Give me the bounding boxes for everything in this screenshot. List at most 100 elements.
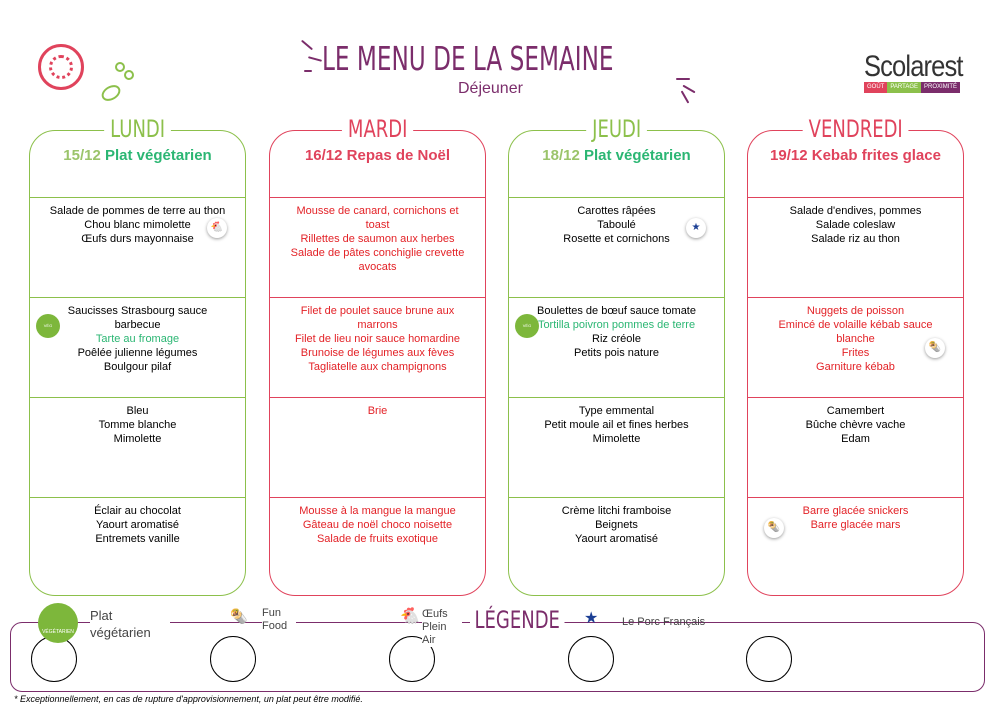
menu-item: Tomme blanche — [98, 419, 177, 431]
menu-item: Filet de lieu noir sauce homardine — [294, 333, 461, 345]
legend-vegetarian: Plat végétarien — [90, 607, 170, 641]
legend-oeufs-plein-air: Œufs Plein Air — [422, 608, 462, 647]
menu-item: Salade de fruits exotique — [316, 533, 439, 545]
menu-item: Œufs durs mayonnaise — [81, 233, 194, 245]
vegetarian-icon: VÉG — [36, 314, 60, 338]
menu-item: Emincé de volaille kébab sauce blanche — [778, 319, 933, 345]
legend-porc-francais: Le Porc Français — [622, 616, 706, 628]
menu-item: Salade de pâtes conchiglie crevette avoc… — [290, 247, 465, 273]
vegetarian-icon: VÉGÉTARIEN — [38, 603, 78, 643]
hen-icon: 🐔 — [207, 218, 227, 238]
day-theme-label: Repas de Noël — [346, 147, 451, 164]
menu-section: Brie — [270, 397, 485, 497]
menu-item: Mimolette — [113, 433, 162, 445]
day-date: 15/12 — [63, 147, 101, 164]
legend-circle — [746, 636, 792, 682]
porc-francais-icon: ★ — [584, 610, 599, 627]
fun-food-icon: 🌯 — [230, 608, 248, 624]
menu-item: Barre glacée snickers — [802, 505, 909, 517]
menu-item: Nuggets de poisson — [806, 305, 905, 317]
menu-item: Rillettes de saumon aux herbes — [300, 233, 455, 245]
day-theme: 19/12 Kebab frites glace — [748, 147, 963, 165]
fun-food-icon: 🌯 — [925, 338, 945, 358]
day-theme: 18/12 Plat végétarien — [509, 147, 724, 165]
menu-item: Filet de poulet sauce brune aux marrons — [300, 305, 455, 331]
footnote: * Exceptionnellement, en cas de rupture … — [14, 694, 363, 704]
legend-circle — [389, 636, 435, 682]
vegetarian-icon: VÉG — [515, 314, 539, 338]
menu-item: Brie — [367, 405, 388, 417]
menu-item: Taboulé — [597, 219, 636, 231]
page-title: LE MENU DE LA SEMAINE — [322, 39, 614, 78]
legend-circle — [31, 636, 77, 682]
day-theme: 16/12 Repas de Noël — [270, 147, 485, 165]
menu-item: Crème litchi framboise — [561, 505, 672, 517]
menu-item: Salade d'endives, pommes — [789, 205, 922, 217]
menu-item: Type emmental — [578, 405, 655, 417]
menu-item: Gâteau de noël choco noisette — [302, 519, 453, 531]
menu-item: Boulettes de bœuf sauce tomate — [537, 305, 696, 317]
menu-item: Frites — [841, 347, 870, 359]
day-theme-label: Plat végétarien — [105, 147, 212, 164]
menu-item: Tagliatelle aux champignons — [308, 361, 447, 373]
menu-item: Tortilla poivron pommes de terre — [537, 319, 696, 331]
menu-item: Salade de pommes de terre au thon — [49, 205, 226, 217]
legend-title: LÉGENDE — [470, 606, 565, 634]
meal-subtitle: Déjeuner — [458, 80, 523, 97]
day-theme-label: Plat végétarien — [584, 147, 691, 164]
menu-item: Mimolette — [592, 433, 641, 445]
legend-fun-food: Fun Food — [262, 607, 296, 633]
menu-item: Edam — [841, 433, 870, 445]
day-date: 16/12 — [304, 147, 343, 164]
menu-item: Boulgour pilaf — [103, 361, 172, 373]
menu-item: Bûche chèvre vache — [805, 419, 906, 431]
day-theme-label: Kebab frites glace — [811, 147, 941, 164]
day-theme: 15/12 Plat végétarien — [30, 147, 245, 165]
day-date: 18/12 — [542, 147, 580, 164]
menu-item: Garniture kébab — [816, 361, 895, 373]
menu-item: Bleu — [126, 405, 149, 417]
day-label: MARDI — [341, 115, 414, 143]
menu-item: Brunoise de légumes aux fèves — [300, 347, 455, 359]
menu-item: Salade riz au thon — [811, 233, 900, 245]
day-date: 19/12 — [770, 147, 808, 164]
menu-item: Camembert — [826, 405, 885, 417]
legend-circle — [210, 636, 256, 682]
menu-item: Chou blanc mimolette — [84, 219, 191, 231]
day-label: VENDREDI — [802, 115, 909, 143]
menu-item: Riz créole — [592, 333, 641, 345]
hen-icon: 🐔 — [400, 608, 420, 625]
menu-item: Éclair au chocolat — [94, 505, 181, 517]
menu-item: Mousse de canard, cornichons et toast — [296, 205, 459, 231]
day-label: JEUDI — [585, 115, 648, 143]
menu-item: Petits pois nature — [574, 347, 659, 359]
menu-item: Beignets — [595, 519, 638, 531]
plate-illustration — [38, 44, 84, 90]
menu-item: Yaourt aromatisé — [96, 519, 179, 531]
menu-item: Poêlée julienne légumes — [77, 347, 198, 359]
menu-item: Rosette et cornichons — [563, 233, 670, 245]
menu-item: Mousse à la mangue la mangue — [299, 505, 456, 517]
menu-item: Yaourt aromatisé — [575, 533, 658, 545]
day-name: LUNDI — [30, 115, 245, 147]
legend-circle — [568, 636, 614, 682]
brand-name: Scolarest — [864, 50, 964, 83]
brand-tag: PROXIMITÉ — [921, 82, 961, 93]
menu-item: Salade coleslaw — [815, 219, 896, 231]
day-name: JEUDI — [509, 115, 724, 147]
